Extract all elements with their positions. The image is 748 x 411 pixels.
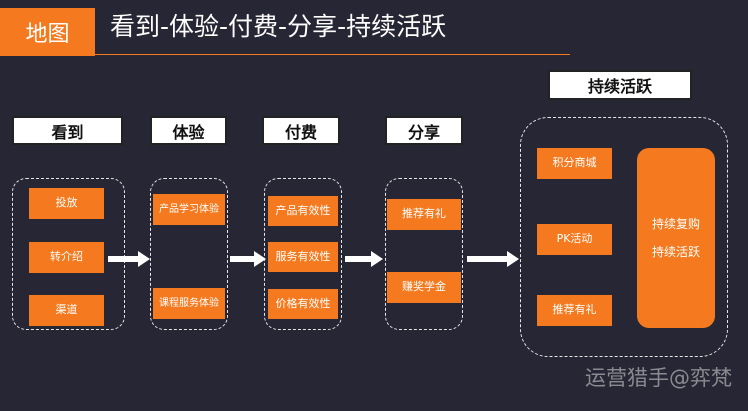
group-see <box>12 178 125 330</box>
node-experience-2: 课程服务体验 <box>153 288 225 319</box>
node-see-1: 投放 <box>29 188 104 219</box>
group-share <box>385 178 463 330</box>
watermark: 运营猎手@弈梵 <box>585 366 732 390</box>
node-see-3: 渠道 <box>29 295 104 326</box>
node-share-2: 赚奖学金 <box>387 272 461 303</box>
node-active-1: 积分商城 <box>537 148 612 179</box>
node-pay-2: 服务有效性 <box>268 242 338 272</box>
map-tag: 地图 <box>0 8 95 56</box>
stage-label-experience: 体验 <box>150 116 227 145</box>
arrow-experience-to-pay <box>230 251 266 267</box>
group-active <box>520 117 728 357</box>
title-underline <box>95 54 570 55</box>
stage-label-share: 分享 <box>385 116 463 145</box>
node-pay-1: 产品有效性 <box>268 196 338 226</box>
group-experience <box>150 178 228 330</box>
node-pay-3: 价格有效性 <box>268 289 338 319</box>
node-active-3: 推荐有礼 <box>537 295 612 326</box>
stage-label-active: 持续活跃 <box>548 70 692 100</box>
stage-label-pay: 付费 <box>262 116 340 145</box>
arrow-pay-to-share <box>345 251 383 267</box>
arrow-see-to-experience <box>108 251 150 267</box>
node-experience-1: 产品学习体验 <box>153 194 225 225</box>
node-see-2: 转介绍 <box>29 242 104 273</box>
arrow-share-to-active <box>467 251 519 267</box>
node-share-1: 推荐有礼 <box>387 199 461 230</box>
stage-label-see: 看到 <box>12 116 123 145</box>
node-active-2: PK活动 <box>537 224 612 255</box>
node-active-summary: 持续复购 持续活跃 <box>637 148 715 328</box>
page-title: 看到-体验-付费-分享-持续活跃 <box>110 12 447 41</box>
summary-line-1: 持续复购 <box>651 216 700 231</box>
summary-line-2: 持续活跃 <box>651 245 700 259</box>
